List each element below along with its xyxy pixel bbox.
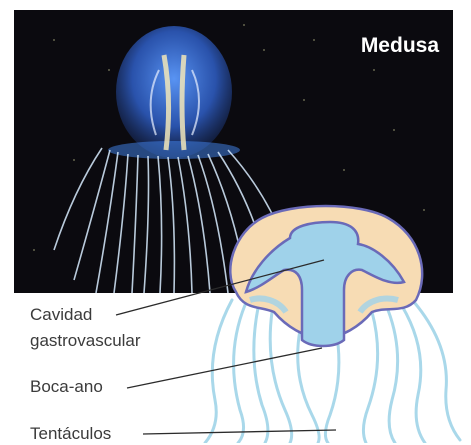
mouth-label: Boca-ano: [30, 376, 103, 398]
cavity-label-line2: gastrovascular: [30, 330, 141, 352]
tentacles-label: Tentáculos: [30, 423, 111, 445]
tentacles-leader-line: [143, 430, 336, 434]
cavity-label-line1: Cavidad: [30, 304, 92, 326]
mouth-leader-line: [127, 348, 322, 388]
